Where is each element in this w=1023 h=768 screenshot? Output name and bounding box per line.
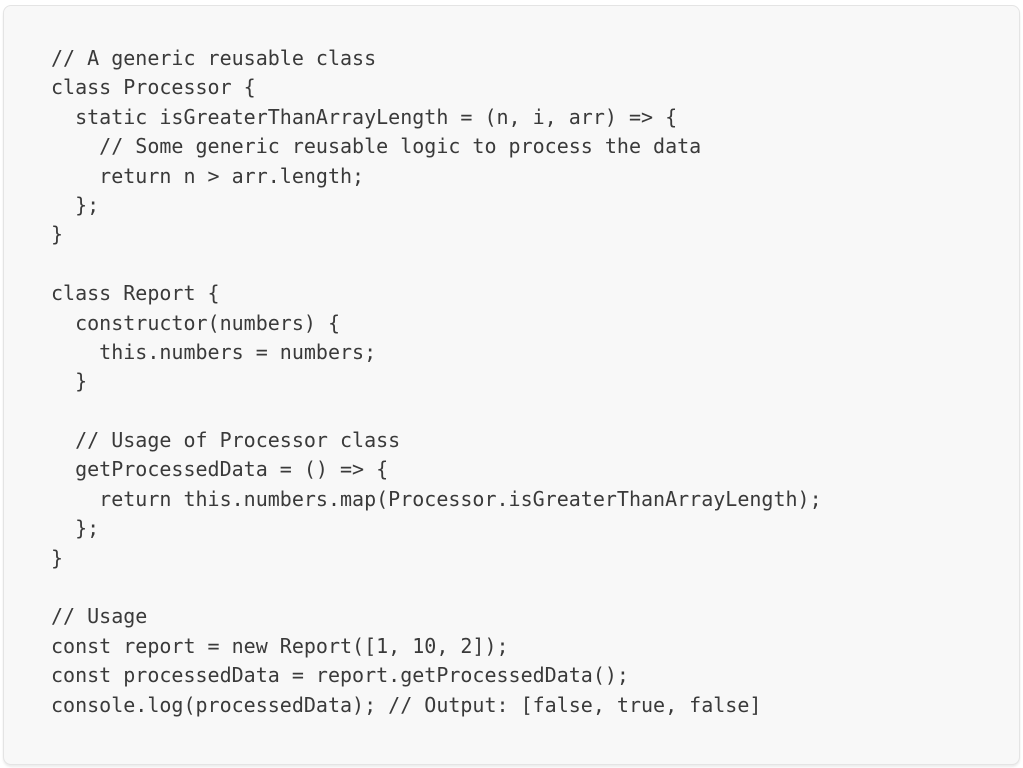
code-line: // A generic reusable class bbox=[51, 46, 377, 70]
code-line: class Report { bbox=[51, 281, 220, 306]
code-line: return this.numbers.map(Processor.isGrea… bbox=[51, 486, 822, 511]
code-line: } bbox=[51, 545, 64, 570]
code-line: } bbox=[51, 222, 64, 247]
code-line: }; bbox=[51, 192, 100, 217]
code-line: const report = new Report([1, 10, 2]); bbox=[51, 633, 509, 658]
code-content: // A generic reusable class class Process… bbox=[51, 44, 989, 720]
code-line: class Processor { bbox=[51, 75, 256, 100]
code-line: // Usage of Processor class bbox=[51, 428, 401, 453]
code-line: } bbox=[51, 369, 88, 394]
code-line: // Usage bbox=[51, 604, 148, 629]
code-line: }; bbox=[51, 516, 100, 541]
code-line bbox=[51, 573, 989, 602]
code-line bbox=[51, 397, 989, 426]
code-line bbox=[51, 250, 989, 279]
code-line: console.log(processedData); // Output: [… bbox=[51, 692, 762, 717]
code-line: static isGreaterThanArrayLength = (n, i,… bbox=[51, 104, 678, 129]
code-line: getProcessedData = () => { bbox=[51, 457, 389, 482]
code-block-card: // A generic reusable class class Process… bbox=[3, 5, 1020, 765]
code-line: // Some generic reusable logic to proces… bbox=[51, 134, 702, 159]
code-line: return n > arr.length; bbox=[51, 163, 365, 188]
code-line: constructor(numbers) { bbox=[51, 310, 340, 335]
code-line: const processedData = report.getProcesse… bbox=[51, 663, 629, 688]
code-line: this.numbers = numbers; bbox=[51, 339, 377, 364]
